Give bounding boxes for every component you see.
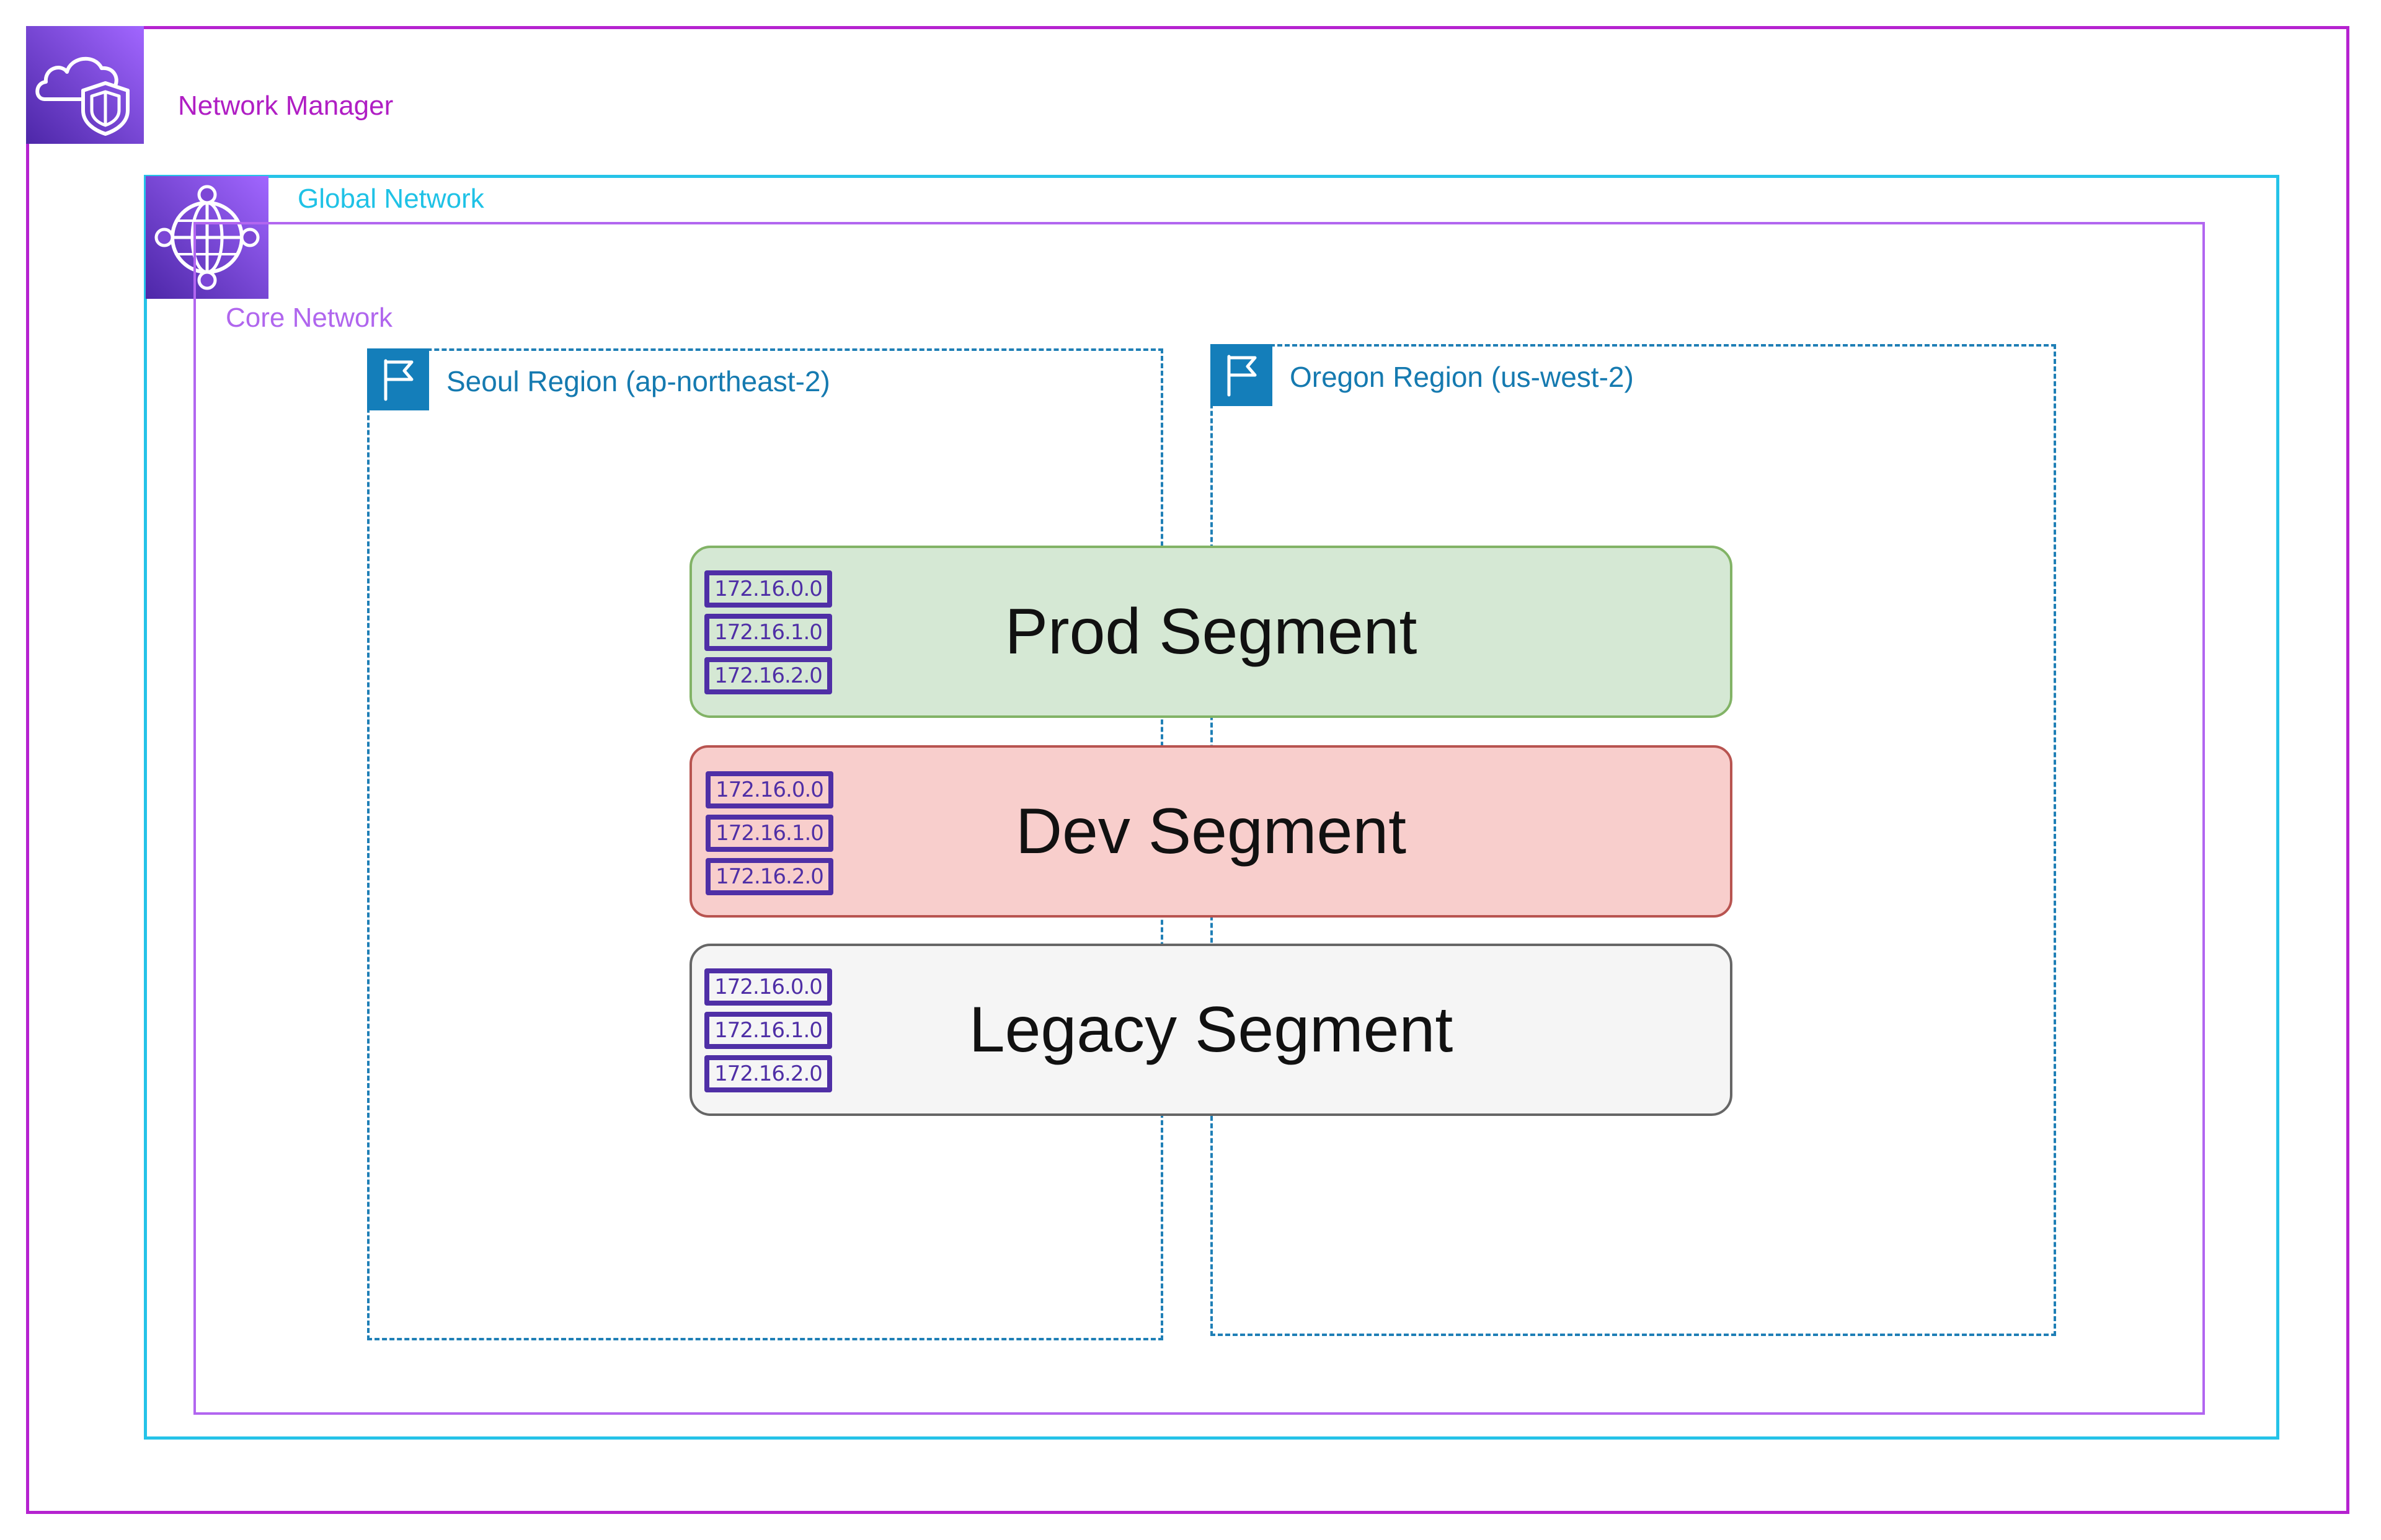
subnet-block: 172.16.2.0 bbox=[704, 657, 832, 694]
segment-title: Legacy Segment bbox=[969, 994, 1453, 1066]
region-flag-icon bbox=[1210, 344, 1272, 406]
network-manager-label: Network Manager bbox=[178, 91, 394, 121]
subnet-list: 172.16.0.0 172.16.1.0 172.16.2.0 bbox=[704, 570, 832, 701]
global-network-label: Global Network bbox=[298, 184, 484, 214]
subnet-block: 172.16.2.0 bbox=[706, 858, 833, 895]
cloud-shield-icon bbox=[26, 26, 144, 144]
seoul-region-label: Seoul Region (ap-northeast-2) bbox=[446, 365, 830, 397]
network-manager-boundary bbox=[26, 26, 2349, 1514]
subnet-block: 172.16.0.0 bbox=[704, 968, 832, 1006]
subnet-block: 172.16.1.0 bbox=[704, 614, 832, 651]
oregon-region-label: Oregon Region (us-west-2) bbox=[1290, 361, 1634, 393]
region-flag-icon bbox=[367, 348, 429, 410]
subnet-list: 172.16.0.0 172.16.1.0 172.16.2.0 bbox=[704, 968, 832, 1099]
subnet-block: 172.16.0.0 bbox=[706, 771, 833, 808]
prod-segment[interactable]: 172.16.0.0 172.16.1.0 172.16.2.0 Prod Se… bbox=[689, 546, 1732, 718]
core-network-boundary bbox=[193, 222, 2205, 1415]
subnet-list: 172.16.0.0 172.16.1.0 172.16.2.0 bbox=[706, 771, 833, 901]
subnet-block: 172.16.1.0 bbox=[704, 1012, 832, 1049]
segment-title: Prod Segment bbox=[1004, 596, 1417, 668]
global-network-boundary bbox=[144, 175, 2279, 1440]
subnet-block: 172.16.1.0 bbox=[706, 815, 833, 852]
core-network-label: Core Network bbox=[223, 303, 395, 334]
subnet-block: 172.16.2.0 bbox=[704, 1055, 832, 1092]
subnet-block: 172.16.0.0 bbox=[704, 570, 832, 608]
legacy-segment[interactable]: 172.16.0.0 172.16.1.0 172.16.2.0 Legacy … bbox=[689, 944, 1732, 1116]
globe-network-icon bbox=[146, 176, 268, 299]
dev-segment[interactable]: 172.16.0.0 172.16.1.0 172.16.2.0 Dev Seg… bbox=[689, 745, 1732, 918]
segment-title: Dev Segment bbox=[1015, 795, 1407, 867]
